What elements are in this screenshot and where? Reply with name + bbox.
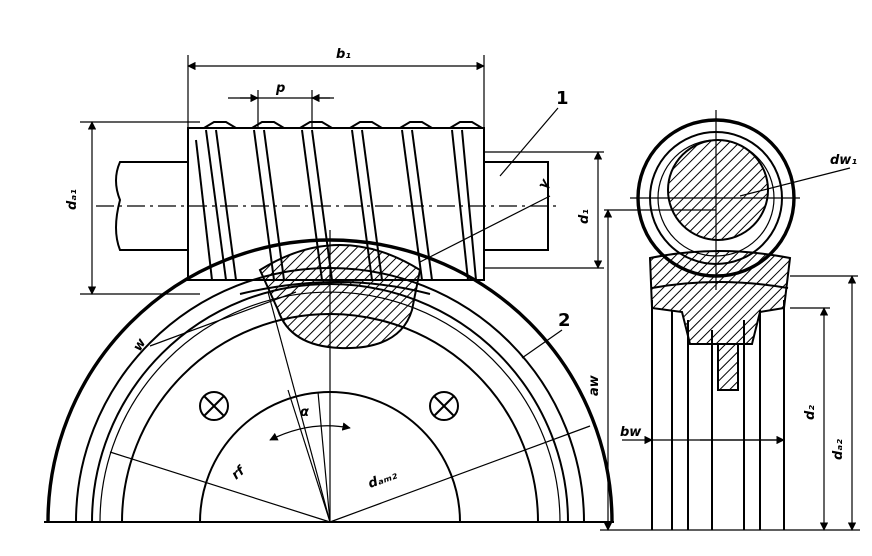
- bolt-hole-left: [199, 391, 229, 421]
- dimension-da2: dₐ₂: [790, 275, 858, 531]
- label-da2: dₐ₂: [831, 439, 846, 460]
- dimension-bw: bw: [620, 425, 785, 445]
- dimension-b1: b₁: [187, 47, 485, 128]
- label-rf: rf: [229, 462, 250, 483]
- label-da1: dₐ₁: [65, 189, 80, 210]
- label-dw1: dw₁: [830, 153, 857, 168]
- label-gamma: γ: [535, 176, 553, 192]
- label-part-1: 1: [556, 88, 569, 109]
- label-bw: bw: [620, 425, 642, 440]
- worm-wheel-front-view: [44, 230, 614, 523]
- label-alpha: α: [300, 405, 309, 420]
- bolt-hole-right: [429, 391, 459, 421]
- dimension-d2: d₂: [790, 307, 830, 531]
- label-p: p: [275, 81, 285, 96]
- dimension-da1: dₐ₁: [65, 121, 200, 295]
- label-aw: aw: [587, 374, 602, 396]
- leader-part2: 2: [521, 310, 571, 359]
- dimension-pitch: p: [228, 81, 334, 128]
- label-d1: d₁: [577, 209, 592, 224]
- label-d2: d₂: [803, 405, 818, 420]
- label-b1: b₁: [336, 47, 351, 62]
- worm-shaft: [96, 121, 560, 281]
- side-view: [600, 110, 860, 531]
- label-dam2: dₐₘ₂: [366, 467, 399, 491]
- dimension-aw: aw: [587, 209, 716, 531]
- dimension-d1: d₁: [484, 151, 604, 269]
- label-w: w: [130, 335, 149, 354]
- label-part-2: 2: [558, 310, 571, 331]
- leader-part1: 1: [499, 88, 569, 177]
- leader-dw1: dw₁: [739, 153, 857, 197]
